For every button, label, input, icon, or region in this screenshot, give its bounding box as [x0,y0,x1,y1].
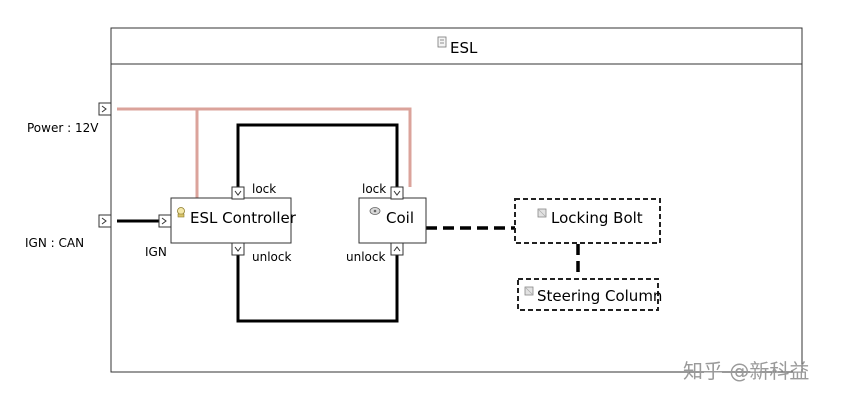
controller-lock-label: lock [252,182,276,196]
coil-lock-label: lock [362,182,386,196]
coil-lock-port [390,186,404,200]
part-icon [524,286,534,296]
power-line-to-coil [117,107,412,187]
locking-bolt-label: Locking Bolt [551,209,643,227]
ign-port-label: IGN : CAN [25,236,84,250]
lock-line [236,123,399,187]
controller-lock-port [231,186,245,200]
esl-frame-title: ESL [450,39,478,57]
coil-unlock-label: unlock [346,250,385,264]
controller-ign-label: IGN [145,245,167,259]
signal-lines [117,123,399,323]
esl-controller-label: ESL Controller [190,209,297,227]
steering-column-block[interactable] [517,278,659,311]
power-port [98,102,112,116]
watermark: 知乎 @新科益 [683,359,809,383]
power-port-label: Power : 12V [27,121,99,135]
dashed-connectors [426,226,580,278]
part-icon [537,208,547,218]
coil-label: Coil [386,209,414,227]
part-icon [369,207,381,215]
package-icon [437,36,447,48]
controller-unlock-label: unlock [252,250,291,264]
power-lines [117,107,412,198]
component-icon [177,207,185,218]
esl-controller-block[interactable] [170,197,292,244]
steering-column-label: Steering Column [537,287,662,305]
ign-port [98,214,112,228]
locking-bolt-block[interactable] [514,198,661,244]
controller-unlock-port [231,242,245,256]
controller-ign-port [158,214,172,228]
coil-unlock-port [390,242,404,256]
unlock-line [236,254,399,323]
